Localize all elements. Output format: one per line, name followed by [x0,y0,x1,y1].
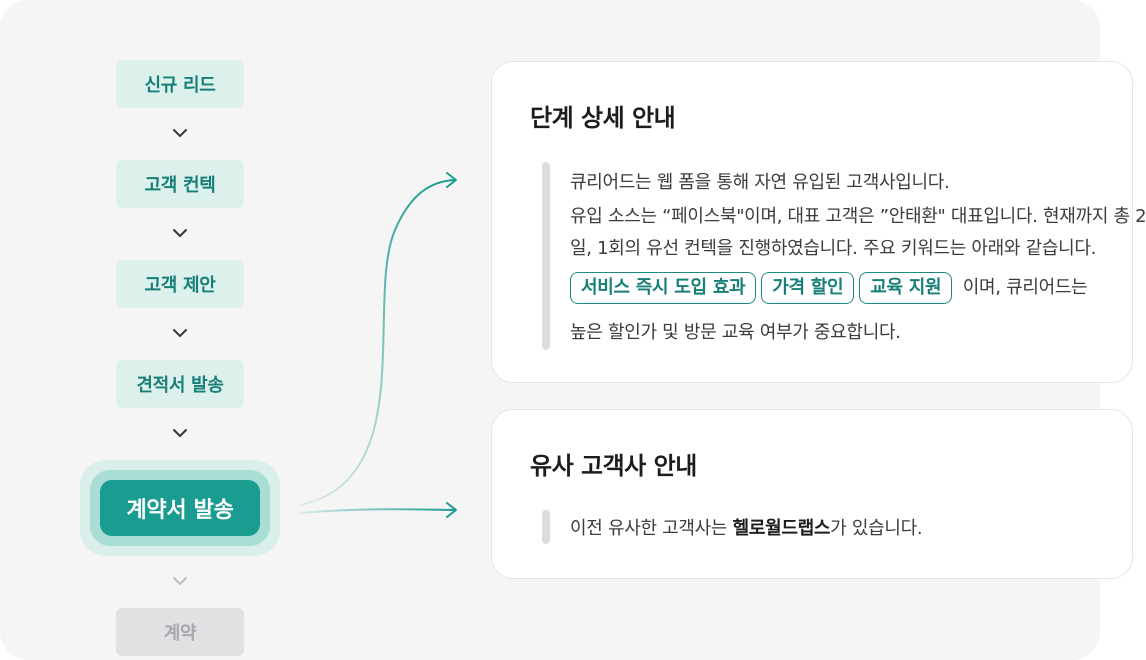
chevron-down-icon [173,129,187,137]
similar-customer-text-before: 이전 유사한 고객사는 [570,518,733,539]
connector-to-stage-detail [299,179,456,506]
stage-detail-line-1: 큐리어드는 웹 폼을 통해 자연 유입된 고객사입니다. [570,172,950,193]
keyword-chip[interactable]: 가격 할인 [761,272,855,304]
stage-detail-line-5: 높은 할인가 및 방문 교육 여부가 중요합니다. [570,322,901,343]
pipeline-step-contract-upcoming[interactable]: 계약 [116,608,244,656]
pipeline-step-quote-sent[interactable]: 견적서 발송 [116,360,244,408]
chevron-down-icon [173,229,187,237]
connector-to-similar-customer [299,508,456,514]
workflow-panel: 신규 리드 고객 컨텍 고객 제안 견적서 발송 계약서 발송 계약 단계 상세… [80,60,1146,656]
chevron-down-icon [173,329,187,337]
quote-bar [542,510,550,544]
arrowhead-icon [446,502,457,518]
similar-customer-text-after: 가 있습니다. [830,518,923,539]
stage-detail-line-2: 유입 소스는 “페이스북"이며, 대표 고객은 ”안태환" 대표입니다. 현재까… [570,206,1146,227]
similar-customer-text: 이전 유사한 고객사는 헬로월드랩스가 있습니다. [570,514,923,540]
pipeline-step-contract-sent-active[interactable]: 계약서 발송 [100,480,260,536]
stage-detail-title: 단계 상세 안내 [530,104,676,132]
chevron-down-icon [173,577,187,585]
arrowhead-icon [446,172,457,188]
pipeline-step-new-lead[interactable]: 신규 리드 [116,60,244,108]
similar-customer-title: 유사 고객사 안내 [530,452,697,480]
quote-bar [542,162,550,350]
connector-arrows [299,172,457,518]
chevron-down-icon [173,429,187,437]
stage-detail-line-3: 일, 1회의 유선 컨텍을 진행하였습니다. 주요 키워드는 아래와 같습니다. [570,238,1097,259]
similar-customer-name[interactable]: 헬로월드랩스 [732,518,831,539]
keyword-row-suffix: 이며, 큐리어드는 [962,277,1088,298]
similar-customer-card: 유사 고객사 안내 이전 유사한 고객사는 헬로월드랩스가 있습니다. [491,409,1133,579]
keyword-chip[interactable]: 서비스 즉시 도입 효과 [570,272,757,304]
keyword-chip[interactable]: 교육 지원 [859,272,953,304]
pipeline-step-proposal[interactable]: 고객 제안 [116,260,244,308]
stage-detail-card: 단계 상세 안내 큐리어드는 웹 폼을 통해 자연 유입된 고객사입니다. 유입… [491,61,1146,383]
pipeline-step-customer-contact[interactable]: 고객 컨텍 [116,160,244,208]
